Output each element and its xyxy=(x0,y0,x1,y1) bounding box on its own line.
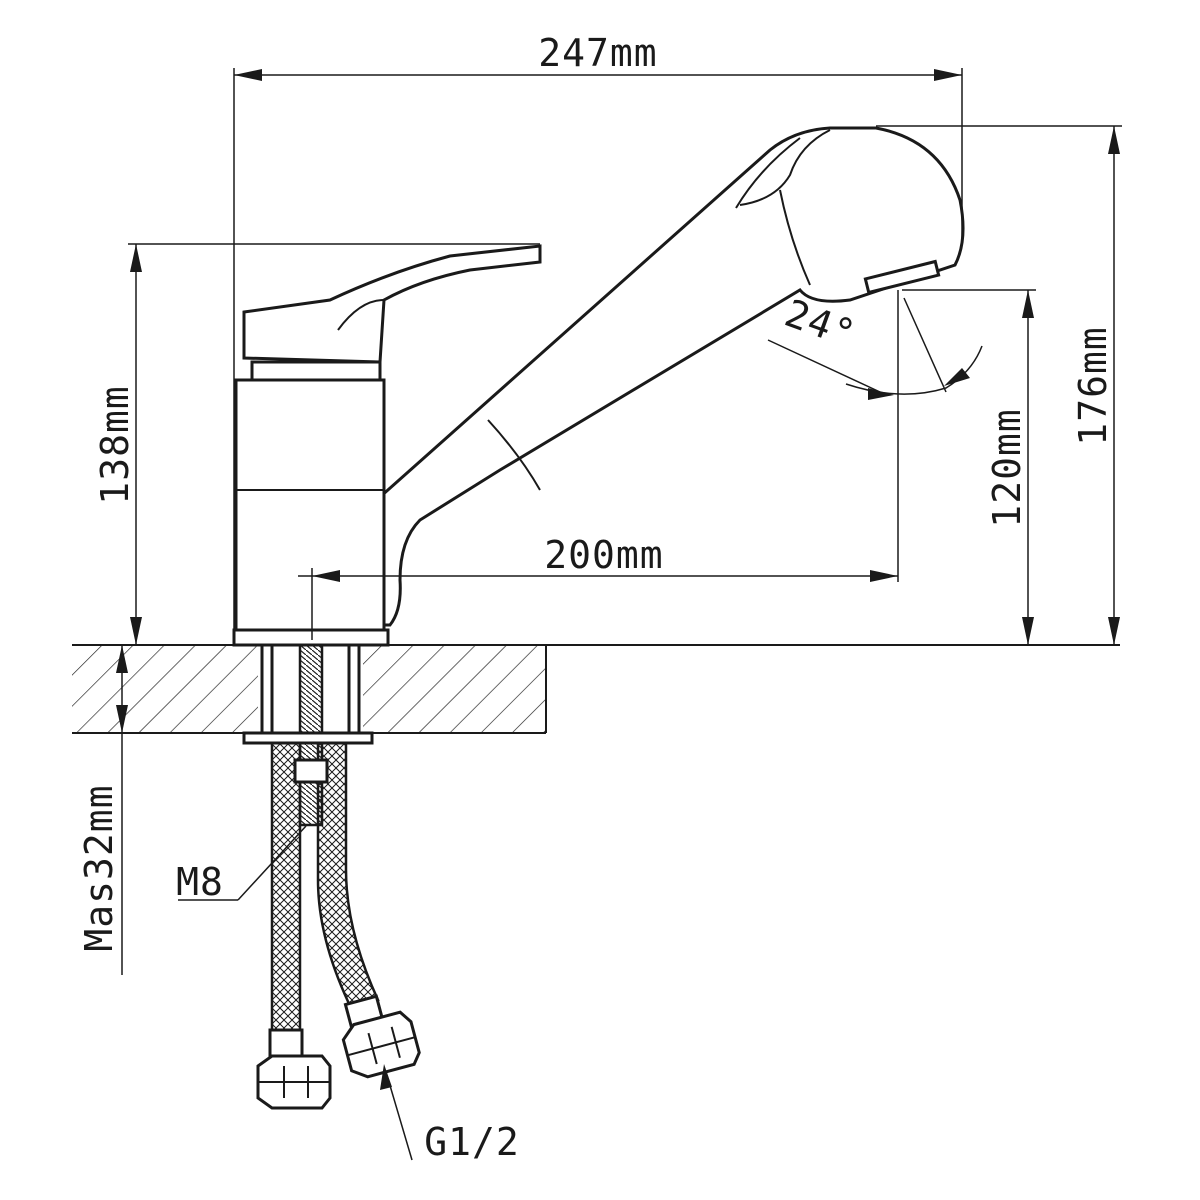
supply-hoses xyxy=(268,738,385,1058)
hex-nut-right-icon xyxy=(341,1010,421,1079)
max-countertop-label: Mas32mm xyxy=(77,784,121,951)
stud-nut xyxy=(293,758,329,784)
dimension-spray-angle: 24° xyxy=(767,291,983,400)
hose-left xyxy=(270,738,302,1042)
dimension-spout-height: 120mm xyxy=(902,289,1036,645)
mounting-washer xyxy=(242,731,374,745)
spray-nozzle xyxy=(863,259,941,295)
handle-lever xyxy=(242,244,542,364)
dimension-max-countertop: Mas32mm xyxy=(77,645,128,975)
callout-g12: G1/2 xyxy=(380,1064,520,1164)
g12-label: G1/2 xyxy=(424,1120,520,1164)
callout-m8: M8 xyxy=(176,825,307,904)
dimension-spout-reach: 200mm xyxy=(298,290,899,640)
total-height-label: 176mm xyxy=(1071,326,1115,445)
dimension-overall-width: 247mm xyxy=(233,31,963,630)
hex-nut-left-icon xyxy=(256,1054,332,1110)
spout-height-label: 120mm xyxy=(985,408,1029,527)
faucet-body xyxy=(234,378,386,632)
m8-label: M8 xyxy=(176,860,224,904)
dimension-total-height: 176mm xyxy=(876,125,1122,645)
overall-width-label: 247mm xyxy=(538,31,657,75)
faucet-base xyxy=(232,628,390,647)
faucet xyxy=(232,126,965,647)
mounting-shank xyxy=(242,643,374,745)
countertop xyxy=(72,640,1120,736)
spout-reach-label: 200mm xyxy=(544,533,663,577)
spout xyxy=(369,126,965,627)
handle-height-label: 138mm xyxy=(93,385,137,504)
dimension-handle-height: 138mm xyxy=(93,243,540,645)
